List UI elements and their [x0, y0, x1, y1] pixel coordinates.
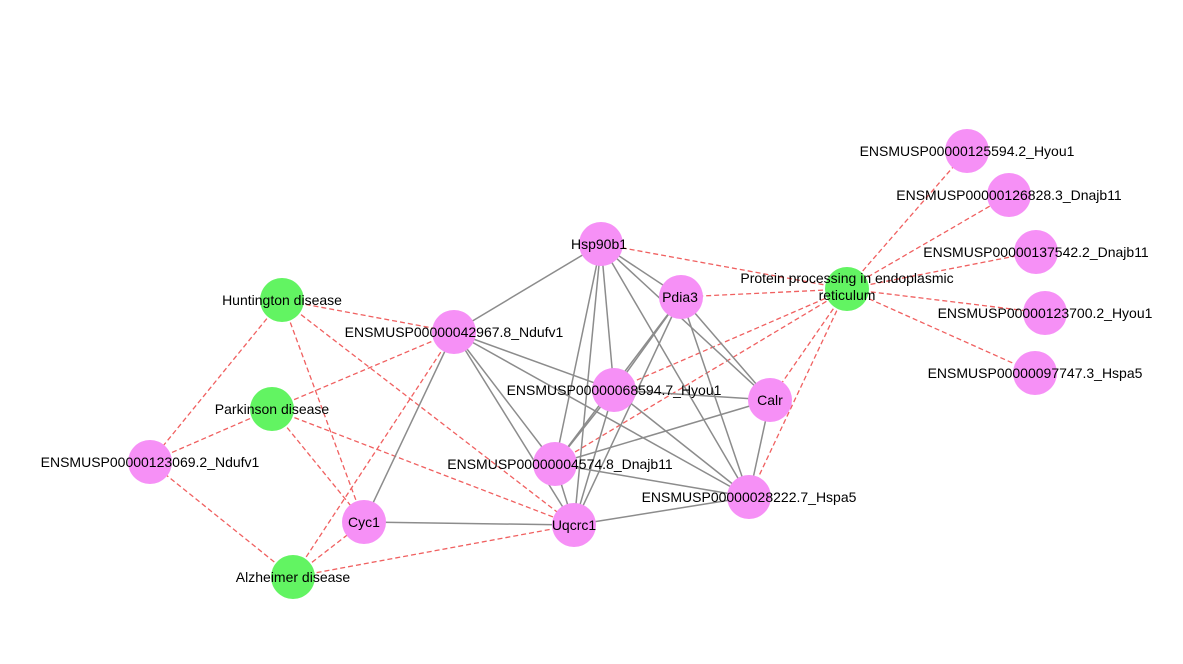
- node-cyc1[interactable]: [342, 500, 386, 544]
- edge-er_processing-hyou1_125594: [846, 150, 968, 290]
- edge-pdia3-calr: [680, 296, 771, 401]
- node-label-hyou1_125594: ENSMUSP00000125594.2_Hyou1: [860, 143, 1075, 159]
- node-hspa5_28222[interactable]: [727, 475, 771, 519]
- nodes-layer: [128, 129, 1067, 599]
- node-huntington[interactable]: [260, 278, 304, 322]
- node-label-hyou1_68594: ENSMUSP00000068594.7_Hyou1: [507, 382, 722, 398]
- edge-hspa5_28222-uqcrc1: [573, 496, 750, 526]
- edge-ndufv1_42967-hyou1_68594: [453, 331, 615, 391]
- edge-er_processing-hyou1_68594: [613, 288, 848, 391]
- edge-parkinson-uqcrc1: [271, 408, 575, 526]
- node-alzheimer[interactable]: [271, 555, 315, 599]
- edge-hsp90b1-hyou1_68594: [600, 243, 615, 391]
- node-hyou1_125594[interactable]: [945, 129, 989, 173]
- node-label-line: reticulum: [819, 287, 876, 303]
- edge-er_processing-pdia3: [680, 288, 848, 298]
- node-label-hspa5_97747: ENSMUSP00000097747.3_Hspa5: [928, 365, 1143, 381]
- edge-er_processing-dnajb11_126828: [846, 194, 1010, 290]
- edge-huntington-ndufv1_123069: [149, 299, 283, 463]
- node-er_processing[interactable]: [825, 267, 869, 311]
- node-dnajb11_137542[interactable]: [1014, 230, 1058, 274]
- node-hyou1_123700[interactable]: [1023, 291, 1067, 335]
- node-label-uqcrc1: Uqcrc1: [552, 517, 597, 533]
- edge-hsp90b1-hspa5_28222: [600, 243, 750, 498]
- edge-parkinson-ndufv1_123069: [149, 408, 273, 463]
- edge-parkinson-cyc1: [271, 408, 365, 523]
- edge-hyou1_68594-uqcrc1: [573, 389, 615, 526]
- node-hsp90b1[interactable]: [579, 222, 623, 266]
- edge-er_processing-dnajb11_137542: [846, 251, 1037, 290]
- node-label-dnajb11_126828: ENSMUSP00000126828.3_Dnajb11: [896, 187, 1122, 203]
- edge-hsp90b1-ndufv1_42967: [453, 243, 602, 333]
- node-label-ndufv1_42967: ENSMUSP00000042967.8_Ndufv1: [345, 324, 564, 340]
- edge-hyou1_68594-hspa5_28222: [613, 389, 750, 498]
- edge-alzheimer-ndufv1_123069: [149, 461, 294, 578]
- node-hyou1_68594[interactable]: [592, 368, 636, 412]
- edge-er_processing-hsp90b1: [600, 243, 848, 290]
- edge-ndufv1_42967-dnajb11_4574: [453, 331, 556, 465]
- edge-ndufv1_42967-hspa5_28222: [453, 331, 750, 498]
- node-uqcrc1[interactable]: [552, 503, 596, 547]
- edge-alzheimer-ndufv1_42967: [292, 331, 455, 578]
- edges-layer: [149, 150, 1046, 578]
- edge-ndufv1_42967-cyc1: [363, 331, 455, 523]
- edge-er_processing-calr: [769, 288, 848, 401]
- node-label-hyou1_123700: ENSMUSP00000123700.2_Hyou1: [938, 305, 1153, 321]
- node-ndufv1_123069[interactable]: [128, 440, 172, 484]
- node-label-calr: Calr: [757, 392, 783, 408]
- edge-hsp90b1-dnajb11_4574: [554, 243, 602, 465]
- edge-er_processing-hyou1_123700: [846, 288, 1046, 314]
- node-dnajb11_126828[interactable]: [987, 173, 1031, 217]
- node-pdia3[interactable]: [659, 275, 703, 319]
- edge-huntington-uqcrc1: [281, 299, 575, 526]
- node-label-dnajb11_137542: ENSMUSP00000137542.2_Dnajb11: [923, 244, 1149, 260]
- node-label-ndufv1_123069: ENSMUSP00000123069.2_Ndufv1: [41, 454, 260, 470]
- node-label-dnajb11_4574: ENSMUSP00000004574.8_Dnajb11: [447, 456, 673, 472]
- node-ndufv1_42967[interactable]: [432, 310, 476, 354]
- edge-ndufv1_42967-uqcrc1: [453, 331, 575, 526]
- node-parkinson[interactable]: [250, 387, 294, 431]
- edge-cyc1-uqcrc1: [363, 521, 575, 526]
- edge-er_processing-dnajb11_4574: [554, 288, 848, 465]
- node-label-huntington: Huntington disease: [222, 292, 342, 308]
- node-dnajb11_4574[interactable]: [533, 442, 577, 486]
- edge-hsp90b1-calr: [600, 243, 771, 401]
- edge-hyou1_68594-calr: [613, 389, 771, 401]
- node-label-hspa5_28222: ENSMUSP00000028222.7_Hspa5: [642, 489, 857, 505]
- edge-er_processing-hspa5_97747: [846, 288, 1036, 374]
- labels-layer: Hsp90b1Pdia3ENSMUSP00000068594.7_Hyou1Ca…: [41, 143, 1153, 585]
- edge-calr-dnajb11_4574: [554, 399, 771, 465]
- node-label-parkinson: Parkinson disease: [215, 401, 330, 417]
- edge-pdia3-uqcrc1: [573, 296, 682, 526]
- node-calr[interactable]: [748, 378, 792, 422]
- edge-huntington-ndufv1_42967: [281, 299, 455, 333]
- edge-parkinson-ndufv1_42967: [271, 331, 455, 410]
- node-hspa5_97747[interactable]: [1013, 351, 1057, 395]
- edge-hsp90b1-uqcrc1: [573, 243, 602, 526]
- edge-er_processing-hspa5_28222: [748, 288, 848, 498]
- node-label-hsp90b1: Hsp90b1: [571, 236, 627, 252]
- node-label-alzheimer: Alzheimer disease: [236, 569, 351, 585]
- edge-dnajb11_4574-hspa5_28222: [554, 463, 750, 498]
- node-label-cyc1: Cyc1: [348, 514, 380, 530]
- node-label-pdia3: Pdia3: [662, 289, 698, 305]
- node-label-line: Protein processing in endoplasmic: [740, 270, 953, 286]
